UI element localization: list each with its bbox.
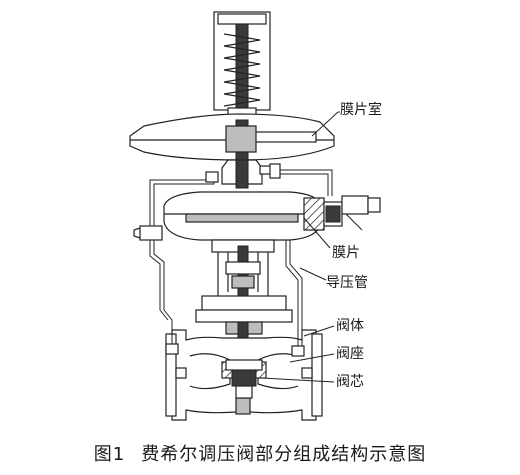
valve-core — [225, 359, 263, 399]
center-stem-block — [221, 159, 275, 189]
lower-diaphragm-case — [163, 191, 381, 241]
label-valve-core: 阀芯 — [336, 374, 364, 390]
label-valve-body: 阀体 — [336, 318, 364, 334]
figure-number: 图1 — [93, 444, 126, 465]
yoke — [211, 239, 275, 305]
label-diaphragm-chamber: 膜片室 — [340, 102, 382, 118]
label-diaphragm: 膜片 — [332, 245, 360, 261]
label-pilot-tube: 导压管 — [326, 275, 368, 291]
spring-housing — [213, 11, 271, 123]
figure-title: 费希尔调压阀部分组成结构示意图 — [141, 444, 427, 465]
pilot-tubing — [133, 163, 333, 357]
figure-caption: 图1 费希尔调压阀部分组成结构示意图 — [0, 440, 520, 466]
label-valve-seat: 阀座 — [336, 346, 364, 362]
upper-diaphragm-chamber — [129, 113, 335, 165]
regulator-diagram — [129, 11, 381, 421]
leader-lines — [261, 111, 340, 383]
